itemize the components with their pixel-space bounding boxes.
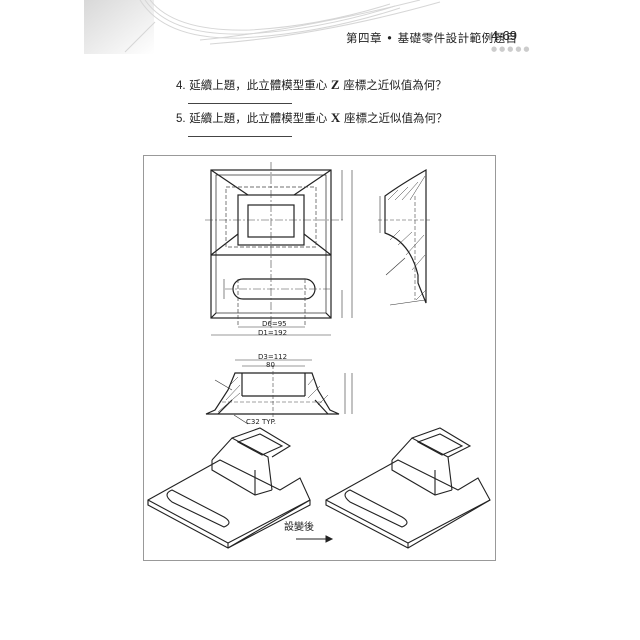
chapter-title: 第四章 • 基礎零件設計範例題目 <box>346 31 518 45</box>
question-number: 5. <box>176 113 186 125</box>
answer-line-5[interactable] <box>188 136 292 137</box>
question-5: 5. 延續上題，此立體模型重心 X 座標之近似值為何？ <box>176 110 447 126</box>
question-axis: X <box>330 110 341 125</box>
question-text: 延續上題，此立體模型重心 <box>189 111 328 125</box>
arrow-label: 設變後 <box>284 522 314 533</box>
question-text-end: 座標之近似值為何？ <box>343 111 448 125</box>
answer-line-4[interactable] <box>188 103 292 104</box>
drawing-frame <box>143 155 496 561</box>
page-dots-decoration: ●●●●● <box>491 45 532 53</box>
page-number: 4-69 <box>491 28 518 43</box>
dim-d1: D1=192 <box>258 329 288 337</box>
header-decoration <box>84 0 441 54</box>
question-4: 4. 延續上題，此立體模型重心 Z 座標之近似值為何？ <box>176 77 447 93</box>
dim-d3: D3=112 <box>258 353 288 361</box>
question-text: 延續上題，此立體模型重心 <box>189 78 328 92</box>
question-axis: Z <box>330 77 340 92</box>
question-text-end: 座標之近似值為何？ <box>343 78 447 92</box>
dim-80: 80 <box>266 361 275 369</box>
dim-d6: D6=95 <box>262 320 287 328</box>
dim-chamfer: C32 TYP. <box>246 418 276 426</box>
question-number: 4. <box>176 80 186 92</box>
